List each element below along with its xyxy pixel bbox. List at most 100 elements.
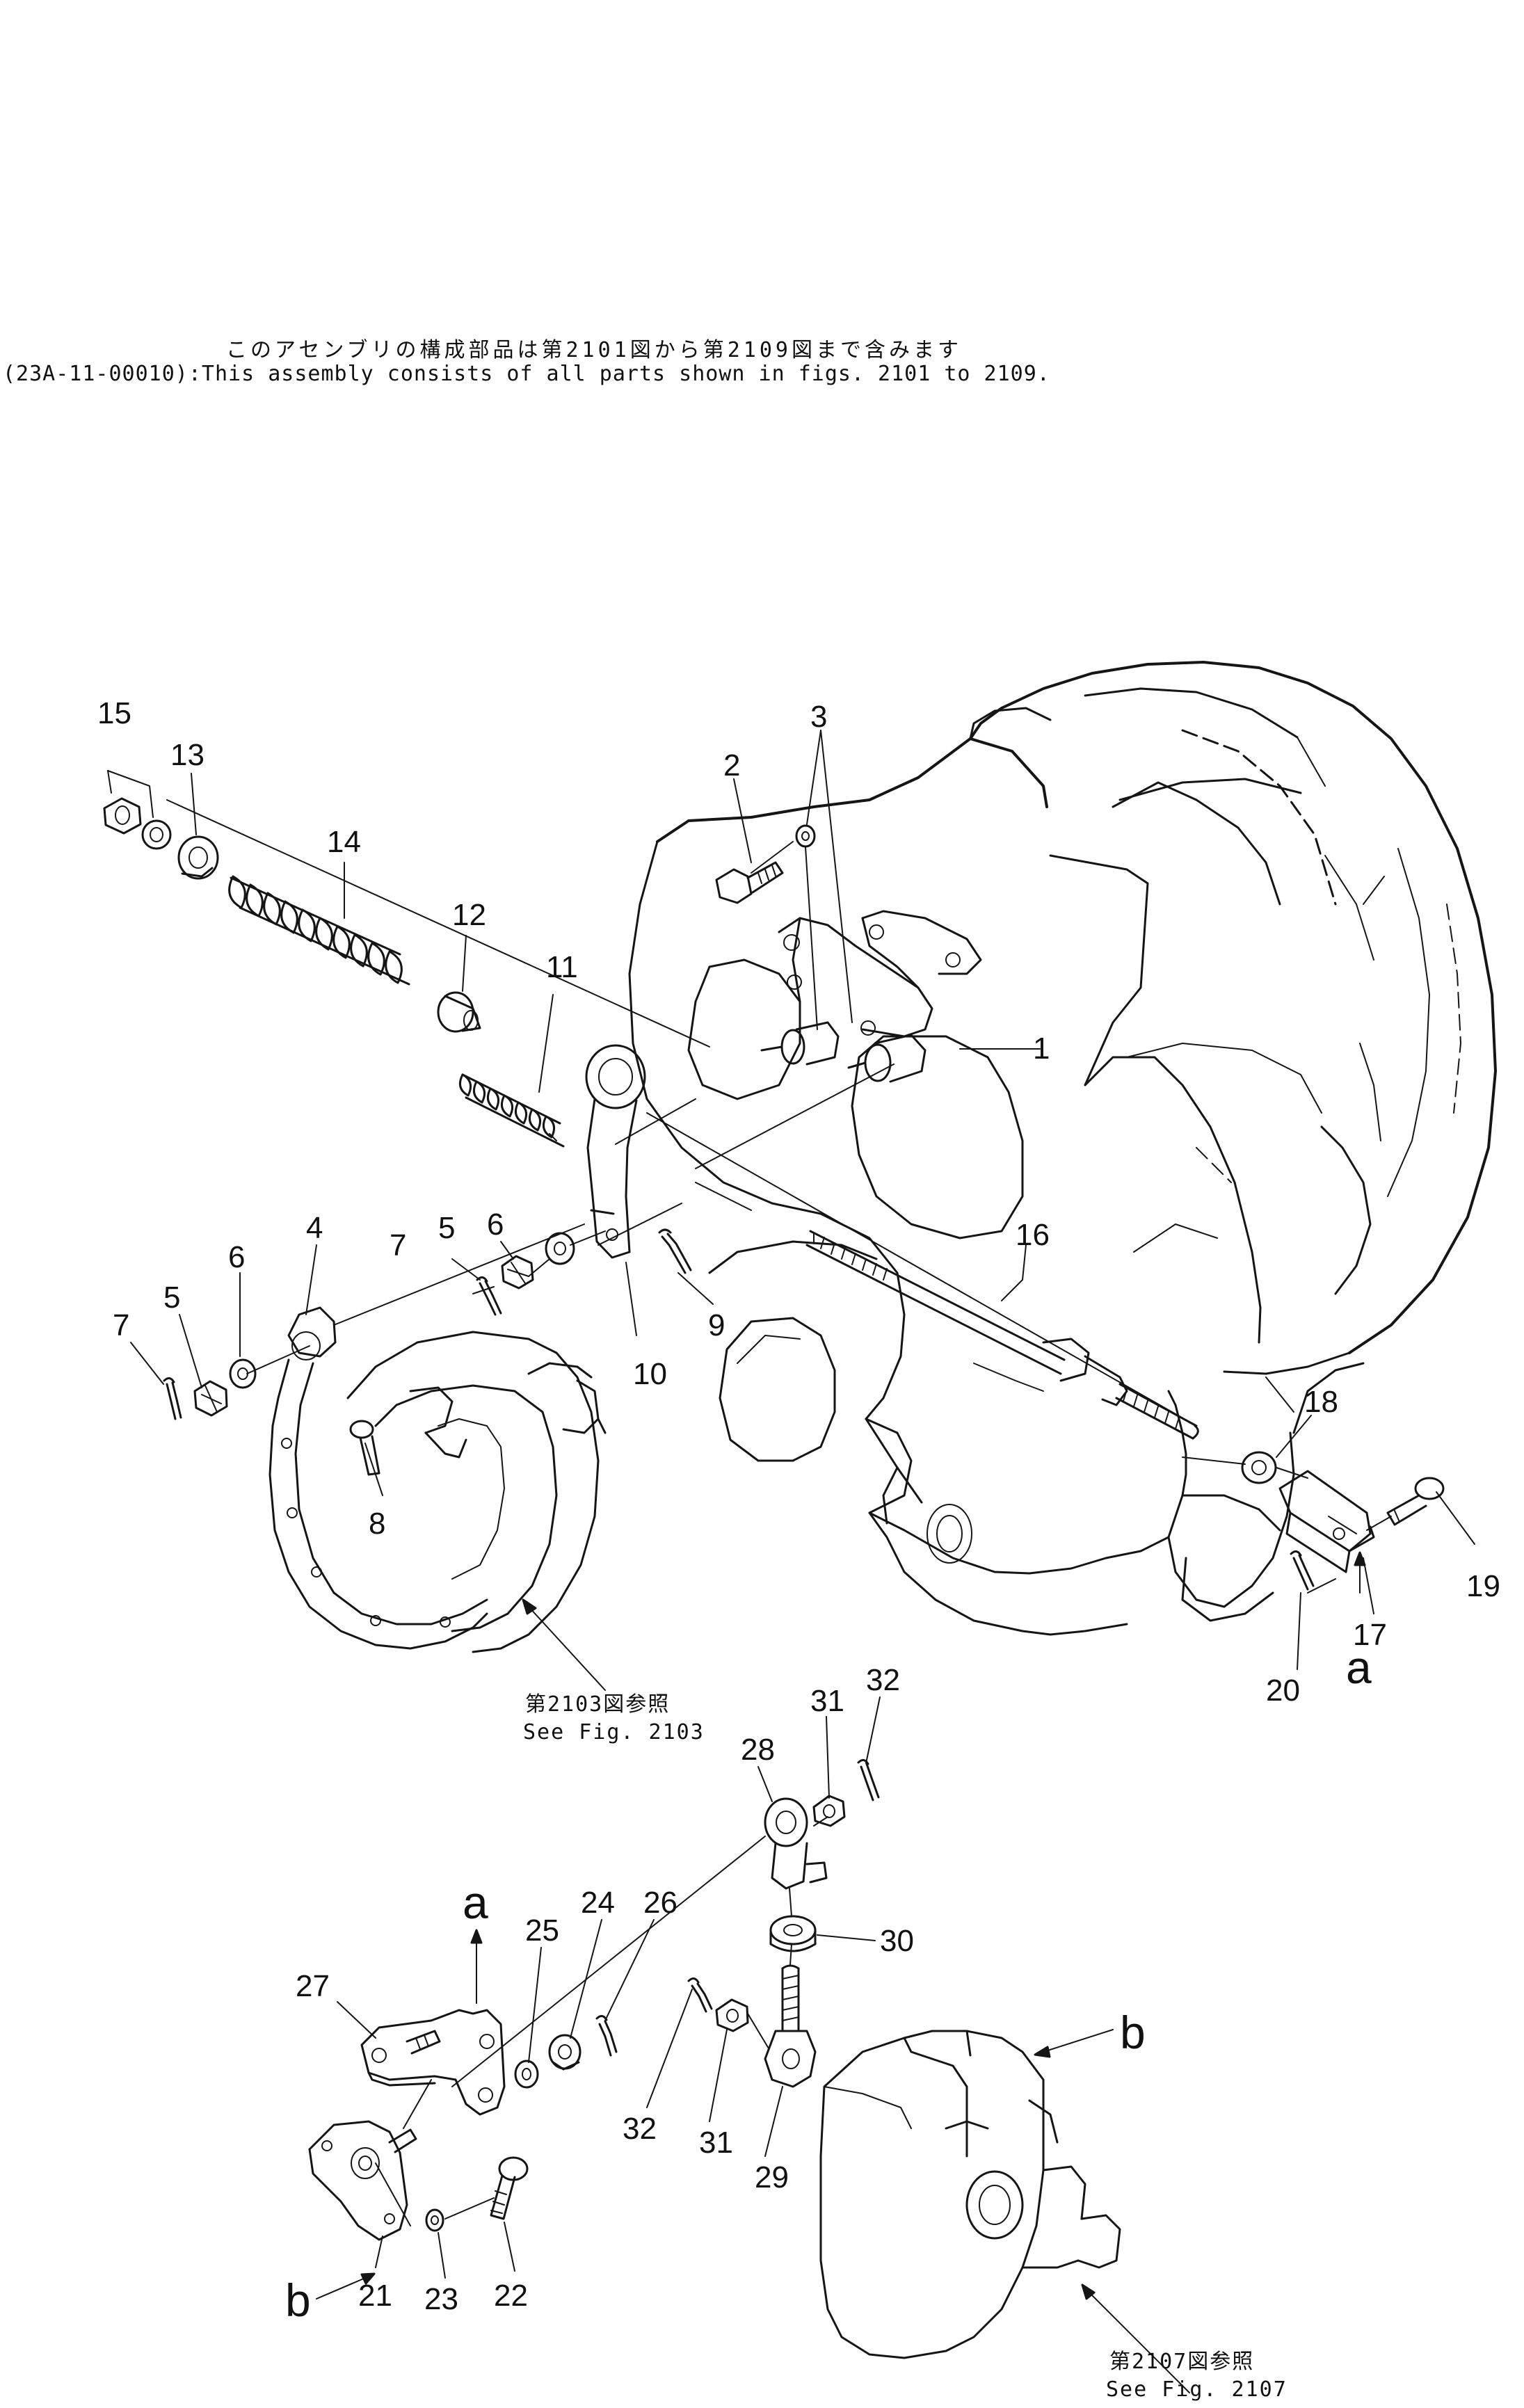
connector-a-lower: a [463,1877,488,1928]
part-22-bolt [490,2156,529,2220]
part-30-nut [769,1915,817,1952]
part-8-pin [349,1420,380,1476]
part-25-washer [514,2060,539,2089]
part-18-nut [1241,1451,1277,1484]
callout-23: 23 [424,2282,458,2316]
part-17-clevis [1278,1470,1375,1573]
callout-20: 20 [1266,1673,1300,1708]
callout-9: 9 [708,1308,725,1342]
callout-16: 16 [1016,1218,1050,1252]
part-32-cotter-lower [687,1977,713,2013]
callout-5-upper: 5 [438,1211,455,1245]
callout-13: 13 [170,738,204,772]
stud-lower [847,1034,927,1083]
reference-2107-en: See Fig. 2107 [1106,2377,1288,2402]
arrow-a-upper [1354,1551,1366,1594]
part-15-washer [141,819,172,850]
part-7-cotter-lower [163,1377,182,1420]
part-9-cotter [658,1228,692,1274]
part-28-rod-end [764,1797,828,1890]
reference-2107-jp: 第2107図参照 [1109,2350,1254,2374]
part-29-rod-end [764,1964,817,2088]
callout-27: 27 [296,1969,330,2003]
part-14-spring [228,875,410,986]
part-23-washer [425,2208,444,2232]
callout-19: 19 [1466,1569,1500,1603]
callout-31-lower: 31 [699,2126,733,2160]
connector-a-upper: a [1346,1642,1372,1693]
reference-2103-jp: 第2103図参照 [525,1692,670,1717]
part-13-cap [177,835,219,880]
part-5-nut-upper [501,1255,534,1290]
part-24-nut [548,2034,581,2071]
callout-32-lower: 32 [623,2112,657,2146]
connector-b-left: b [285,2274,311,2326]
callout-32-upper: 32 [866,1663,900,1697]
reference-note-2103: 第2103図参照 See Fig. 2103 [523,1692,705,1744]
brake-drum [346,1331,607,1653]
callout-6-lower: 6 [228,1240,245,1274]
transmission-housing [628,661,1497,1636]
arrow-ref-2107 [1081,2283,1190,2393]
callout-30: 30 [880,1924,914,1958]
callout-29: 29 [755,2160,789,2194]
callout-25: 25 [525,1913,559,1948]
callout-7-lower: 7 [113,1308,129,1342]
callout-24: 24 [581,1886,615,1920]
callout-14: 14 [327,825,361,859]
part-10-lever [585,1044,646,1259]
part-5-nut-lower [193,1380,228,1417]
header-note-english: (23A-11-00010):This assembly consists of… [3,362,1050,386]
header-note-japanese: このアセンブリの構成部品は第2101図から第2109図まで含みます [226,338,962,362]
part-31-nut-lower [715,1998,749,2032]
connector-labels: a a b b [285,1642,1372,2326]
leader-lines [107,730,1475,2279]
callout-5-lower: 5 [163,1281,180,1315]
part-26-cotter [595,2015,618,2057]
callout-21: 21 [358,2279,392,2313]
callout-1: 1 [1033,1032,1050,1066]
part-32-cotter-upper [857,1759,880,1801]
part-4-brake-band [268,1306,488,1650]
part-21-bracket [308,2120,417,2241]
assembly-centerlines [166,799,1392,2226]
part-15-nut [103,797,142,835]
callout-15: 15 [97,696,131,730]
arrow-b-right [1034,2029,1114,2058]
part-12-bushing [437,991,481,1033]
part-7-cotter-upper [476,1276,502,1316]
part-6-washer-lower [229,1358,257,1389]
part-31-nut-upper [812,1795,846,1827]
callout-6-upper: 6 [487,1207,504,1242]
connector-b-right: b [1120,2007,1146,2058]
arrow-a-lower [470,1929,483,2004]
callout-17: 17 [1353,1618,1387,1652]
control-valve-body [819,2030,1121,2359]
callout-2: 2 [723,748,740,782]
part-3-washer [795,824,816,848]
callout-22: 22 [494,2279,528,2313]
callout-26: 26 [643,1886,677,1920]
callout-7-upper: 7 [390,1228,406,1262]
reference-note-2107: 第2107図参照 See Fig. 2107 [1106,2350,1288,2402]
callout-18: 18 [1304,1385,1338,1419]
part-16-rod [805,1230,1199,1440]
callout-3: 3 [810,700,827,734]
part-2-bolt [715,861,784,904]
part-6-washer-upper [545,1232,575,1265]
part-20-cotter [1290,1550,1315,1591]
callout-10: 10 [633,1357,667,1391]
callout-12: 12 [452,898,486,932]
callout-8: 8 [369,1507,385,1541]
callout-31-upper: 31 [810,1684,844,1718]
arrow-b-left [316,2272,376,2299]
part-11-spring [458,1073,565,1148]
callout-4: 4 [306,1211,323,1245]
callout-labels: 1 2 3 4 5 5 6 6 7 7 8 9 10 11 12 13 14 1… [97,696,1500,2316]
callout-11: 11 [546,950,578,984]
reference-2103-en: See Fig. 2103 [523,1720,705,1744]
arrow-ref-2103 [522,1598,606,1691]
part-19-pin [1386,1477,1445,1526]
